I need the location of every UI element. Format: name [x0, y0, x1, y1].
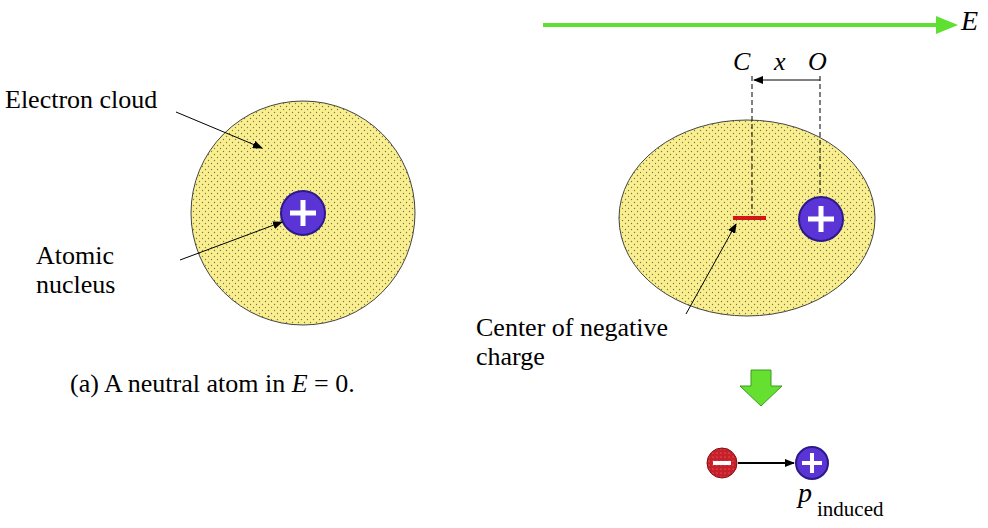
minus-sign: [713, 461, 731, 465]
dipole-label: p: [798, 478, 812, 509]
dipole-subscript: induced: [817, 498, 883, 521]
down-arrow: [740, 370, 782, 406]
leader-line: [176, 112, 262, 148]
point-label: O: [808, 48, 827, 77]
plus-sign: [290, 200, 316, 226]
field-arrow-line: [543, 23, 942, 27]
plus-sign: [808, 206, 834, 232]
leader-line: [180, 222, 282, 260]
leader-line: [686, 224, 736, 314]
part-label: Center of negative charge: [476, 314, 708, 371]
displacement-arrow: [754, 80, 820, 81]
dashed-line: [752, 76, 753, 214]
caption-text: E: [292, 369, 308, 398]
field-arrowhead: [936, 16, 958, 34]
caption-text: (a) A neutral atom in: [70, 369, 285, 398]
dashed-line: [820, 76, 821, 196]
dipole-arrow: [738, 462, 794, 464]
electron-cloud: [191, 101, 415, 325]
electron-cloud: [619, 120, 875, 316]
part-label: Electron cloud: [5, 86, 157, 115]
field-label: E: [961, 6, 978, 37]
point-label: C: [733, 48, 750, 77]
nucleus: [799, 197, 843, 241]
negative-center: [733, 216, 766, 220]
plus-sign: [802, 453, 822, 473]
positive-charge: [796, 447, 828, 479]
negative-charge: [707, 448, 737, 478]
caption-line: (a) A neutral atom in E = 0.: [70, 370, 355, 399]
caption-text: = 0.: [314, 369, 355, 398]
nucleus: [281, 191, 325, 235]
part-label: Atomic nucleus: [36, 242, 136, 299]
distance-label: x: [774, 48, 786, 77]
